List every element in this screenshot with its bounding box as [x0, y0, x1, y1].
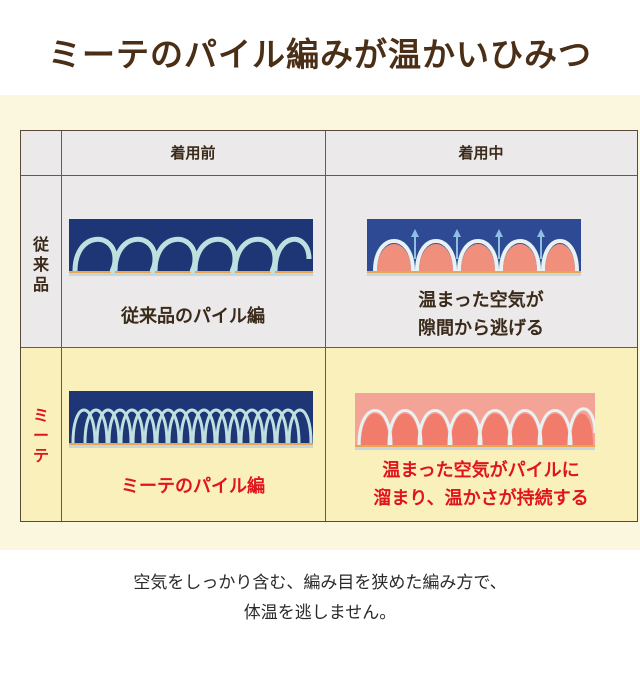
caption-conventional-during: 温まった空気が 隙間から逃げる: [418, 290, 544, 339]
footer-line-2: 体温を逃しません。: [243, 603, 397, 623]
row-label-conventional: 従 来 品: [32, 235, 49, 294]
column-header-before: 着用前: [61, 131, 325, 175]
footer-line-1: 空気をしっかり含む、編み目を狭めた編み方で、: [133, 573, 507, 593]
pile-illustration-conventional-before: [69, 219, 313, 276]
footer-description: 空気をしっかり含む、編み目を狭めた編み方で、 体温を逃しません。: [0, 568, 640, 628]
pile-illustration-miite-during: [355, 393, 595, 450]
page-title: ミーテのパイル編みが温かいひみつ: [48, 35, 592, 74]
caption-miite-during: 温まった空気がパイルに 溜まり、温かさが持続する: [373, 460, 589, 509]
column-header-during: 着用中: [325, 131, 637, 175]
pile-illustration-conventional-during: [367, 219, 581, 276]
comparison-table: 着用前 着用中 従 来 品 ミ ー テ 従来品のパイル編: [20, 130, 638, 522]
row-label-miite: ミ ー テ: [32, 406, 49, 465]
pile-illustration-miite-before: [69, 391, 313, 448]
corner-cell: [21, 131, 61, 175]
caption-miite-before: ミーテのパイル編: [121, 476, 265, 497]
caption-conventional-before: 従来品のパイル編: [121, 306, 265, 327]
